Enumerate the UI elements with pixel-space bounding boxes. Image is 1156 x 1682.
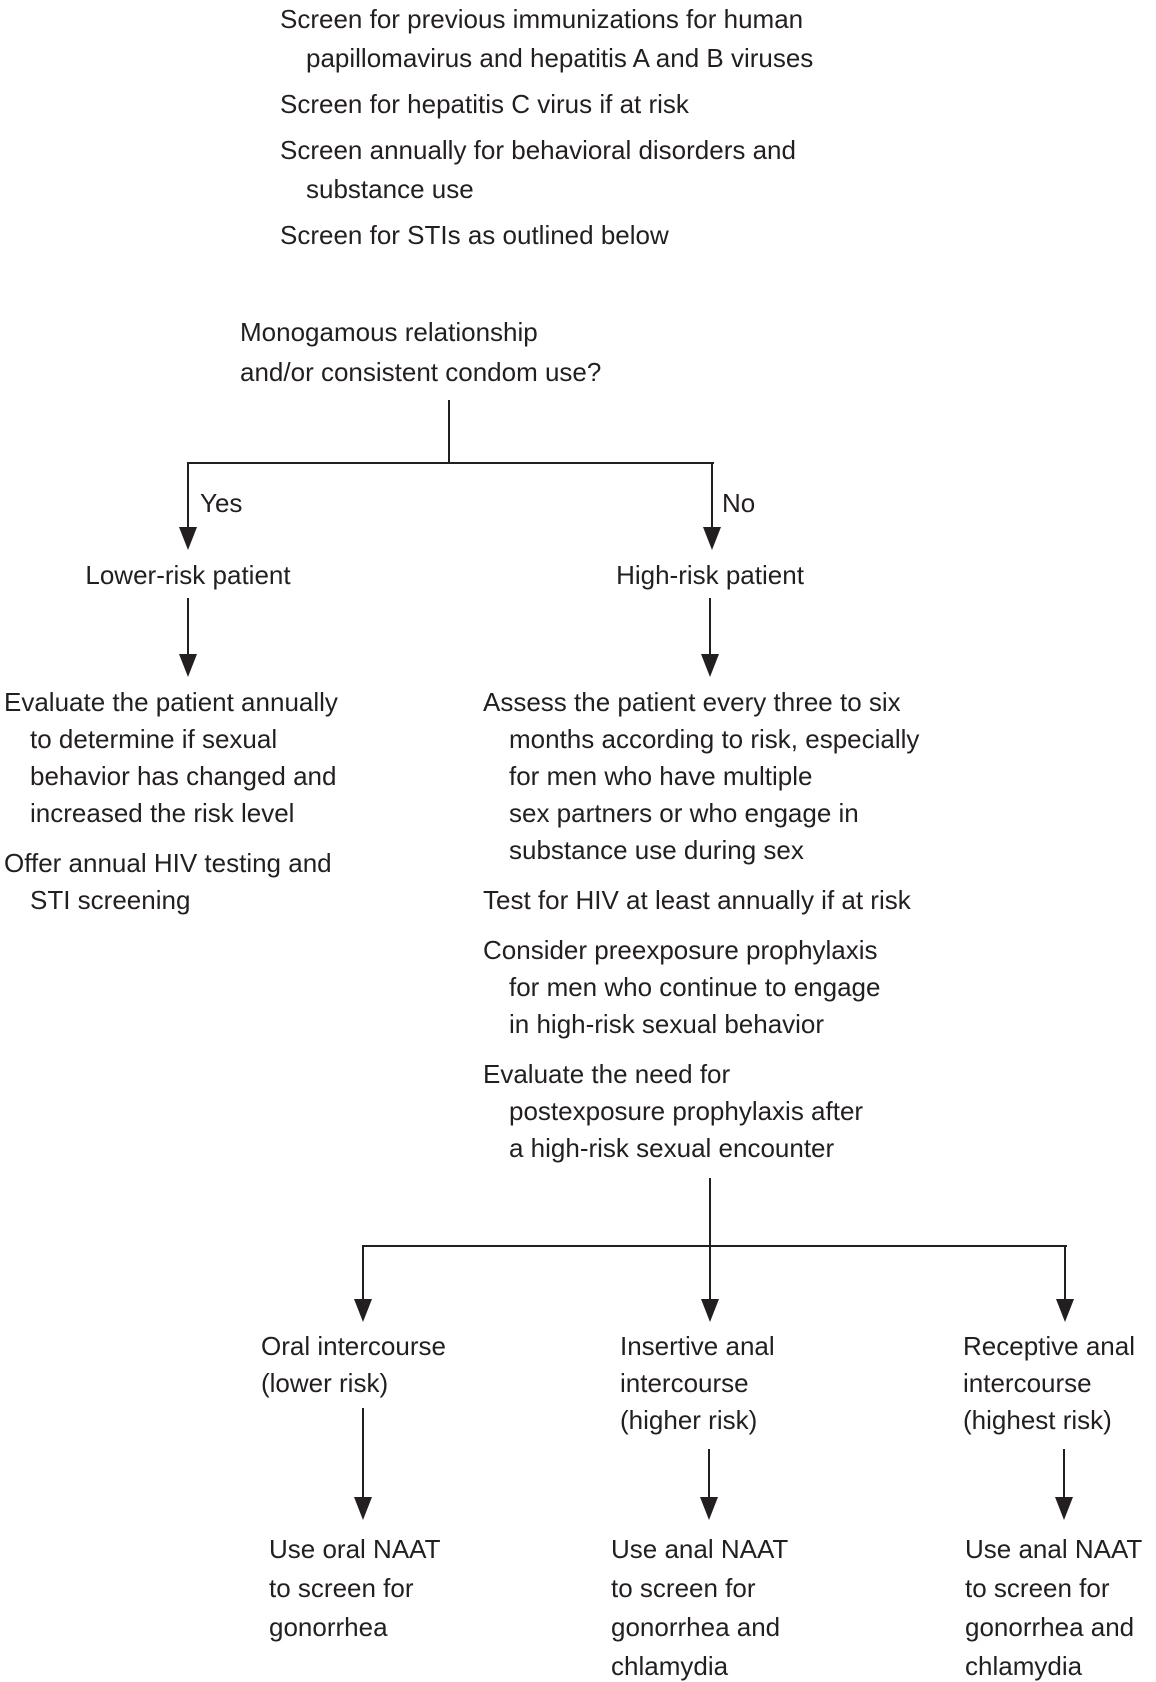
connector-arrow (1056, 1245, 1074, 1322)
arrowhead-icon (354, 1497, 372, 1520)
connector-arrow (701, 1245, 719, 1322)
recommendation-line: Offer annual HIV testing and (4, 848, 332, 878)
action-line: to screen for (269, 1573, 414, 1603)
high-risk-recommendations: Assess the patient every three to six mo… (483, 684, 963, 1180)
action-line: chlamydia (611, 1651, 729, 1681)
connector-arrow (1055, 1449, 1073, 1520)
recommendation-line: substance use during sex (509, 835, 804, 865)
recommendation-line: behavior has changed and (30, 761, 337, 791)
high-risk-node: High-risk patient (616, 560, 804, 590)
recommendation: Offer annual HIV testing and STI screeni… (4, 845, 404, 919)
recommendation-line: STI screening (30, 885, 191, 915)
arrowhead-icon (1055, 1497, 1073, 1520)
action-oral-naat: Use oral NAAT to screen for gonorrhea (269, 1530, 440, 1647)
lower-risk-node: Lower-risk patient (85, 560, 291, 590)
action-line: to screen for (611, 1573, 756, 1603)
arrowhead-icon (703, 527, 721, 550)
action-line: Use anal NAAT (965, 1534, 1143, 1564)
recommendation-line: Evaluate the patient annually (4, 687, 338, 717)
connector-line (709, 1178, 711, 1248)
recommendation: Assess the patient every three to six mo… (483, 684, 963, 869)
arrowhead-icon (354, 1299, 372, 1322)
recommendation-line: Consider preexposure prophylaxis (483, 935, 878, 965)
recommendation: Evaluate the patient annually to determi… (4, 684, 404, 832)
screening-note: Screen for STIs as outlined below (280, 216, 900, 255)
recommendation-line: for men who have multiple (509, 761, 813, 791)
action-line: gonorrhea (269, 1612, 388, 1642)
note-line: Screen annually for behavioral disorders… (280, 135, 796, 165)
arrowhead-icon (1056, 1299, 1074, 1322)
recommendation-line: for men who continue to engage (509, 972, 881, 1002)
action-line: gonorrhea and (611, 1612, 781, 1642)
arrowhead-icon (701, 1299, 719, 1322)
recommendation-line: a high-risk sexual encounter (509, 1133, 835, 1163)
screening-notes: Screen for previous immunizations for hu… (280, 0, 900, 262)
route-line: (highest risk) (963, 1405, 1112, 1435)
screening-note: Screen for previous immunizations for hu… (280, 0, 900, 78)
recommendation: Consider preexposure prophylaxis for men… (483, 932, 963, 1043)
arrowhead-icon (179, 654, 197, 677)
action-line: gonorrhea and (965, 1612, 1135, 1642)
route-line: intercourse (963, 1368, 1092, 1398)
note-line: substance use (306, 174, 474, 204)
recommendation: Test for HIV at least annually if at ris… (483, 882, 963, 919)
recommendation-line: increased the risk level (30, 798, 295, 828)
note-line: Screen for hepatitis C virus if at risk (280, 89, 689, 119)
recommendation-line: Evaluate the need for (483, 1059, 731, 1089)
connector-arrow (179, 598, 197, 677)
arrowhead-icon (701, 654, 719, 677)
question-line: Monogamous relationship (240, 317, 538, 347)
action-line: Use oral NAAT (269, 1534, 441, 1564)
lower-risk-recommendations: Evaluate the patient annually to determi… (4, 684, 404, 932)
note-line: Screen for previous immunizations for hu… (280, 4, 804, 34)
connector-arrow (703, 462, 721, 550)
arrowhead-icon (179, 527, 197, 550)
arrowhead-icon (700, 1497, 718, 1520)
connector-line (362, 1245, 1067, 1247)
route-line: Insertive anal (620, 1331, 775, 1361)
note-line: papillomavirus and hepatitis A and B vir… (306, 43, 814, 73)
recommendation-line: Test for HIV at least annually if at ris… (483, 885, 911, 915)
no-edge-label: No (722, 488, 756, 518)
action-line: chlamydia (965, 1651, 1083, 1681)
recommendation: Evaluate the need for postexposure proph… (483, 1056, 963, 1167)
connector-arrow (179, 462, 197, 550)
recommendation-line: Assess the patient every three to six (483, 687, 901, 717)
connector-line (187, 462, 714, 464)
connector-arrow (700, 1449, 718, 1520)
action-anal-naat-receptive: Use anal NAAT to screen for gonorrhea an… (965, 1530, 1142, 1682)
action-line: Use anal NAAT (611, 1534, 789, 1564)
action-line: to screen for (965, 1573, 1110, 1603)
recommendation-line: postexposure prophylaxis after (509, 1096, 864, 1126)
connector-arrow (354, 1245, 372, 1322)
route-oral-intercourse: Oral intercourse (lower risk) (261, 1328, 446, 1402)
route-line: (lower risk) (261, 1368, 389, 1398)
note-line: Screen for STIs as outlined below (280, 220, 669, 250)
recommendation-line: to determine if sexual (30, 724, 278, 754)
question-line: and/or consistent condom use? (240, 357, 602, 387)
route-insertive-anal: Insertive anal intercourse (higher risk) (620, 1328, 775, 1439)
route-line: Receptive anal (963, 1331, 1135, 1361)
connector-arrow (354, 1408, 372, 1520)
route-line: Oral intercourse (261, 1331, 446, 1361)
route-line: (higher risk) (620, 1405, 758, 1435)
recommendation-line: months according to risk, especially (509, 724, 920, 754)
decision-question: Monogamous relationship and/or consisten… (240, 312, 700, 392)
yes-edge-label: Yes (200, 488, 243, 518)
screening-note: Screen annually for behavioral disorders… (280, 131, 900, 209)
action-anal-naat-insertive: Use anal NAAT to screen for gonorrhea an… (611, 1530, 788, 1682)
route-line: intercourse (620, 1368, 749, 1398)
recommendation-line: in high-risk sexual behavior (509, 1009, 825, 1039)
connector-line (448, 400, 450, 463)
route-receptive-anal: Receptive anal intercourse (highest risk… (963, 1328, 1135, 1439)
screening-note: Screen for hepatitis C virus if at risk (280, 85, 900, 124)
recommendation-line: sex partners or who engage in (509, 798, 859, 828)
connector-arrow (701, 598, 719, 677)
